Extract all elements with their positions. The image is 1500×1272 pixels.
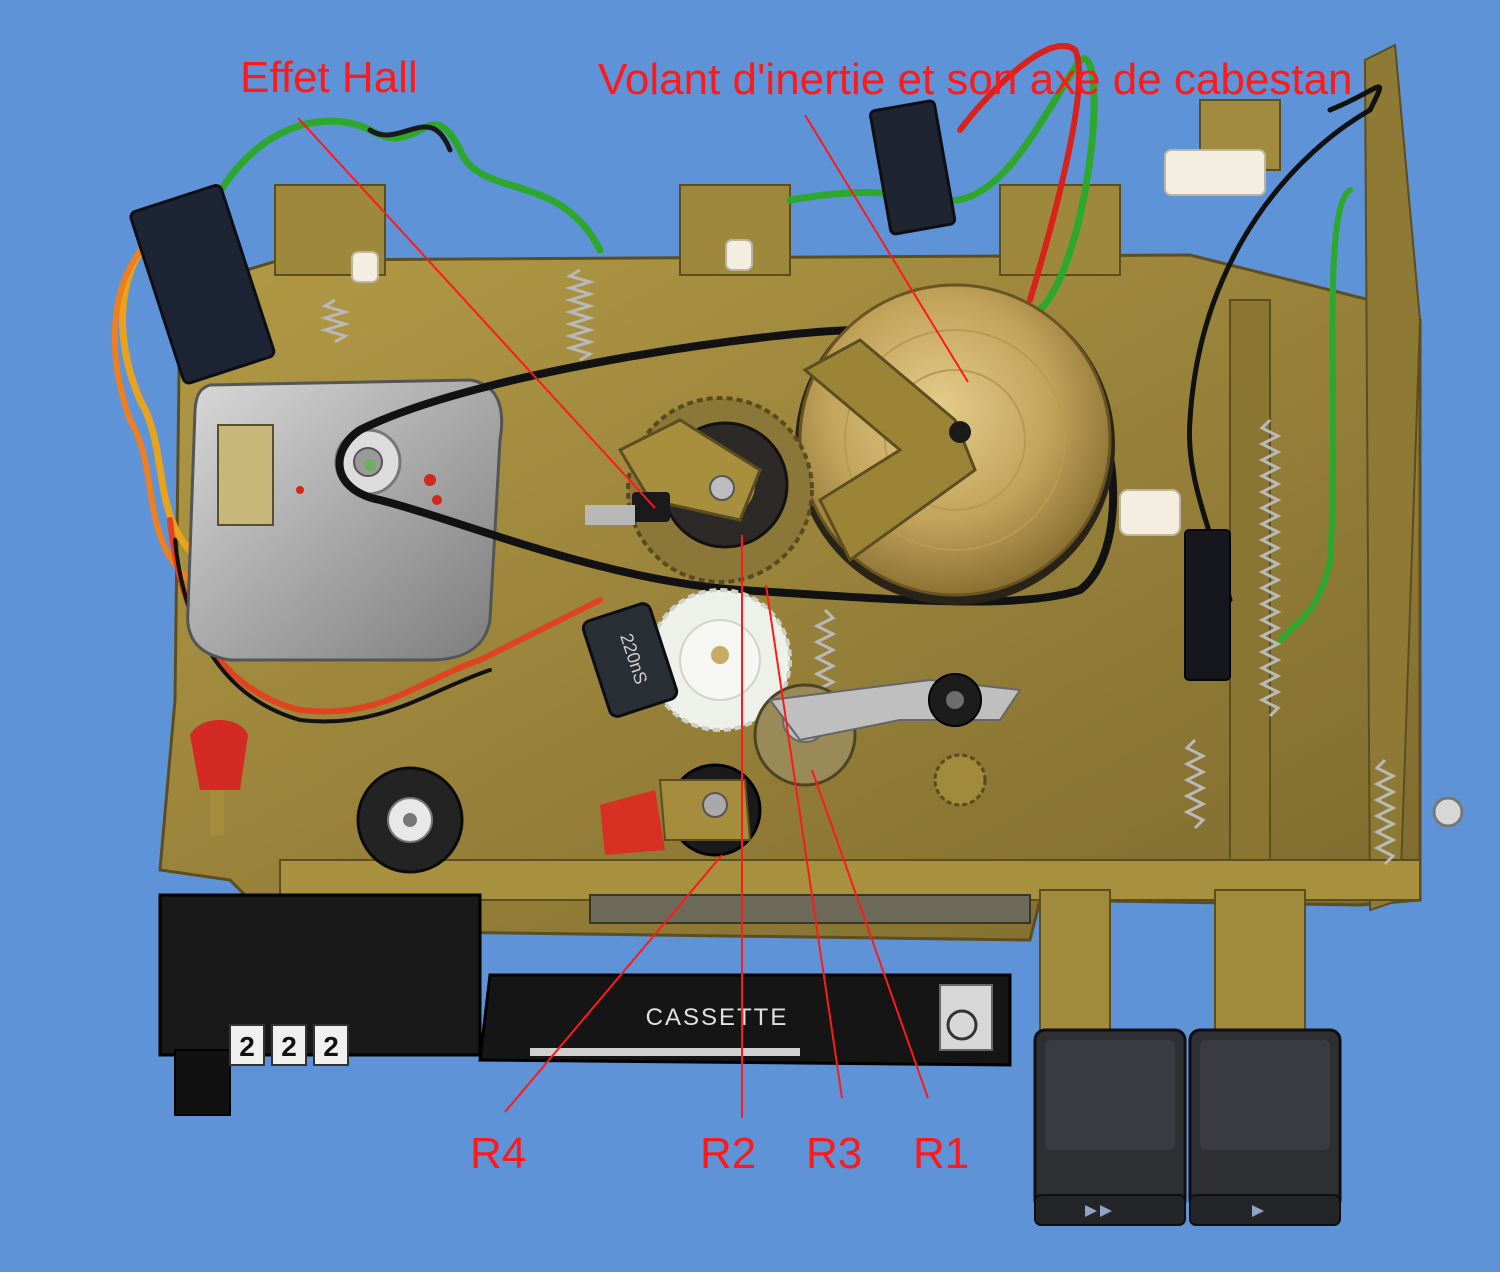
reel-left — [356, 766, 464, 874]
gear-r3 — [617, 396, 814, 584]
gear-r2 — [648, 588, 792, 732]
idler-r4 — [658, 763, 762, 857]
pinch-roller-r1 — [753, 673, 1022, 807]
chrome-screw — [1432, 796, 1464, 828]
annotation-lines — [297, 114, 969, 1118]
leader-flywheel — [804, 114, 969, 383]
leader-r3 — [765, 584, 843, 1099]
label-r1: R1 — [913, 1129, 970, 1178]
cassette-label: CASSETTE — [646, 1004, 789, 1031]
leader-hall-effect — [297, 117, 656, 509]
leader-r4 — [504, 854, 723, 1113]
label-flywheel: Volant d'inertie et son axe de cabestan — [598, 55, 1353, 104]
leader-r1 — [811, 769, 929, 1099]
label-r2: R2 — [700, 1129, 757, 1178]
counter-digit: 2 — [281, 1031, 297, 1062]
hall-sensor — [585, 492, 670, 525]
springs — [319, 268, 1397, 866]
counter-digit: 2 — [239, 1031, 255, 1062]
white-posts — [351, 149, 1266, 536]
connectors — [129, 99, 1231, 681]
label-hall-effect: Effet Hall — [240, 53, 418, 102]
drive-belt — [335, 325, 1118, 606]
counter-digit: 2 — [323, 1031, 339, 1062]
red-parts — [190, 720, 665, 855]
motor — [186, 378, 504, 662]
label-r4: R4 — [470, 1129, 527, 1178]
capacitor: 220nS — [581, 602, 679, 718]
transport-keys — [1033, 1028, 1342, 1226]
cassette-door: CASSETTE — [478, 973, 1012, 1067]
counter-block: 2 2 2 — [158, 893, 482, 1116]
label-r3: R3 — [806, 1129, 863, 1178]
flywheel — [795, 283, 1115, 605]
